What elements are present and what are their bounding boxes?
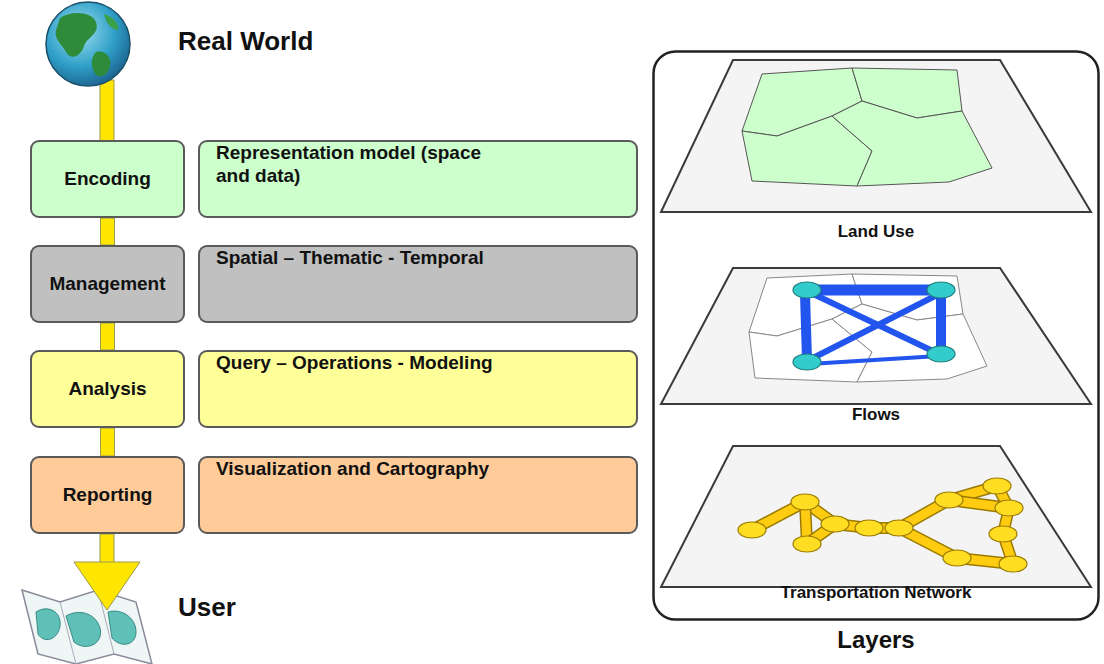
flow-bar: [101, 218, 115, 245]
map-icon: [22, 590, 152, 664]
stage-description: Spatial – Thematic - Temporal: [216, 247, 484, 270]
stage-name: Analysis: [68, 378, 146, 401]
layer-plane: Flows: [657, 264, 1095, 444]
description-box: Visualization and Cartography: [198, 456, 638, 534]
stage-name: Encoding: [64, 168, 151, 191]
stage-name: Reporting: [63, 484, 153, 507]
layer-label: Transportation Network: [657, 583, 1095, 603]
layer-label: Flows: [657, 405, 1095, 425]
layer-plane: Land Use: [657, 56, 1095, 262]
stage-box: Analysis: [30, 350, 185, 428]
output-arrow: [74, 534, 140, 610]
description-box: Spatial – Thematic - Temporal: [198, 245, 638, 323]
stage-description: Visualization and Cartography: [216, 458, 489, 481]
stage-description: Representation model (space and data): [216, 142, 486, 188]
layer-plane: Transportation Network: [657, 442, 1095, 624]
stage-box: Reporting: [30, 456, 185, 534]
description-box: Query – Operations - Modeling: [198, 350, 638, 428]
stage-name: Management: [49, 273, 165, 296]
globe-icon: [46, 2, 130, 86]
stage-box: Encoding: [30, 140, 185, 218]
layers-panel: Layers Land UseFlowsTransportation Networ…: [652, 50, 1100, 662]
flow-bar: [100, 80, 114, 142]
description-box: Representation model (space and data): [198, 140, 638, 218]
stage-description: Query – Operations - Modeling: [216, 352, 493, 375]
icon-caption: Real World: [178, 26, 313, 57]
flow-bar: [101, 428, 115, 456]
flow-bar: [101, 323, 115, 350]
stage-box: Management: [30, 245, 185, 323]
panel-heading: Layers: [652, 626, 1100, 655]
layer-label: Land Use: [657, 222, 1095, 242]
icon-caption: User: [178, 592, 236, 623]
